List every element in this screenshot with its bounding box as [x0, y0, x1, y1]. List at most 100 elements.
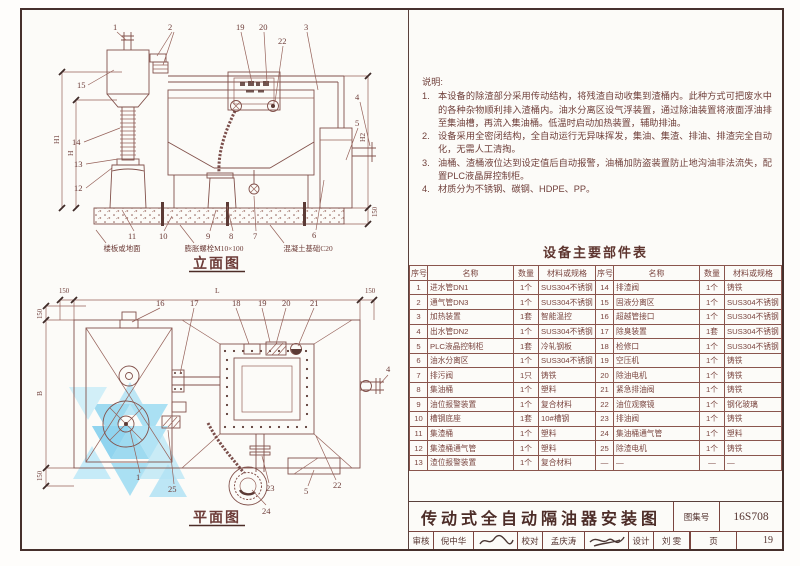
- parts-table-cell: 1套: [513, 411, 539, 427]
- dim-150: 150: [37, 470, 44, 481]
- parts-table-cell: SUS304不锈钢: [724, 338, 782, 354]
- parts-table-cell: 1个: [699, 338, 725, 354]
- parts-table-cell: 1个: [699, 367, 725, 383]
- page-label: 页: [691, 532, 737, 549]
- parts-table-cell: 17: [595, 323, 614, 340]
- parts-table-cell: 智能温控: [538, 309, 596, 325]
- parts-table-cell: 1只: [513, 367, 539, 383]
- parts-table-cell: 油位观察镜: [613, 396, 700, 413]
- parts-table-cell: 9: [409, 396, 428, 413]
- drawing-frame: H1 H H2 150: [20, 8, 784, 551]
- elevation-annotations: 楼板或地面 膨胀螺栓M10×100 混凝土基础C20: [104, 244, 333, 253]
- parts-table-cell: 铸铁: [724, 352, 782, 369]
- note-text: 设备采用全密闭结构，全自动运行无异味挥发，集油、集渣、排油、排渣完全自动化，无需…: [438, 131, 772, 155]
- parts-table-cell: 1个: [513, 352, 539, 369]
- parts-table-cell: 除渣电机: [613, 440, 700, 456]
- col-header: 数量: [513, 265, 539, 281]
- callout: 19: [236, 22, 245, 32]
- callout: 23: [266, 483, 275, 493]
- parts-table-cell: SUS304不锈钢: [724, 323, 782, 340]
- notes-section: 说明: 1. 本设备的除渣部分采用传动结构，将残渣自动收集到渣桶内。此种方式可把…: [422, 76, 772, 196]
- slag-separator-tank: [106, 32, 150, 209]
- callout: 2: [168, 22, 172, 32]
- plan-outer-body: [73, 319, 361, 469]
- note-text: 本设备的除渣部分采用传动结构，将残渣自动收集到渣桶内。此种方式可把废水中的各种杂…: [438, 91, 772, 128]
- drawings-pane: H1 H H2 150: [22, 10, 408, 549]
- callout: 5: [304, 486, 308, 496]
- title-block: 传动式全自动隔油器安装图 图集号 16S708 审核 倪中华 校对 孟庆涛 设计…: [409, 501, 782, 549]
- elevation-callouts: 1 2 19 20 22 3 15 14 13 12 4 5 11 10 9 8…: [72, 22, 360, 241]
- parts-table-cell: 集油桶通气管: [613, 425, 700, 442]
- parts-table-cell: 1个: [699, 309, 725, 325]
- parts-table-cell: SUS304不锈钢: [724, 294, 782, 311]
- plan-slag-tank: [85, 311, 173, 463]
- parts-table-cell: 1个: [513, 425, 539, 442]
- callout: 12: [74, 183, 83, 193]
- callout: 18: [232, 298, 241, 308]
- callout: 13: [74, 159, 83, 169]
- parts-table-cell: 13: [409, 454, 428, 471]
- note-text: 油桶、渣桶液位达到设定值后自动报警，油桶加防盗装置防止地沟油非法流失，配置PLC…: [438, 157, 772, 181]
- parts-table-cell: 铸铁: [724, 440, 782, 456]
- parts-table-cell: 塑料: [538, 382, 596, 398]
- dim-h2: H2: [358, 133, 367, 142]
- parts-table-cell: 渣位报警装置: [427, 454, 514, 471]
- parts-table-cell: 10: [409, 411, 428, 427]
- col-header: 材料或规格: [724, 265, 782, 281]
- callout: 20: [282, 298, 291, 308]
- callout: 17: [190, 298, 199, 308]
- plan-hose: [206, 422, 246, 474]
- callout: 10: [159, 231, 168, 241]
- callout: 7: [253, 231, 257, 241]
- note-item: 4. 材质分为不锈钢、碳钢、HDPE、PP。: [422, 183, 772, 196]
- anchor-bolt-annotation: 膨胀螺栓M10×100: [185, 244, 244, 253]
- parts-table-cell: PLC液晶控制柜: [427, 338, 514, 354]
- callout: 6: [312, 230, 316, 240]
- plan-outlet-pipe: [360, 378, 384, 394]
- note-number: 1.: [422, 91, 430, 102]
- callout: 24: [262, 506, 271, 516]
- parts-table-cell: 铸铁: [724, 411, 782, 427]
- callout: 1: [136, 472, 140, 482]
- drain-valve: [248, 170, 260, 195]
- col-header: 序号: [595, 265, 614, 281]
- callout: 22: [333, 480, 342, 490]
- parts-table-cell: 出水管DN2: [427, 323, 514, 340]
- parts-table-cell: 空压机: [613, 352, 700, 369]
- parts-table-cell: 1个: [699, 382, 725, 398]
- parts-table-cell: 固液分离区: [613, 294, 700, 311]
- parts-table-cell: 5: [409, 338, 428, 354]
- note-number: 3.: [422, 157, 430, 168]
- elevation-dimensions-right: H2 150: [344, 72, 379, 228]
- parts-table-cell: 集渣桶通气管: [427, 440, 514, 456]
- parts-table-cell: SUS304不锈钢: [538, 279, 596, 296]
- parts-table-cell: 1个: [513, 454, 539, 471]
- parts-table-cell: —: [699, 454, 725, 471]
- callout: 4: [355, 92, 360, 102]
- callout: 25: [168, 484, 177, 494]
- parts-table-cell: 塑料: [724, 425, 782, 442]
- parts-table-cell: 23: [595, 411, 614, 427]
- parts-table-title: 设备主要部件表: [542, 245, 648, 261]
- parts-table-cell: 1个: [513, 279, 539, 296]
- parts-table-cell: 11: [409, 425, 428, 442]
- parts-table-cell: 25: [595, 440, 614, 456]
- review-label: 审核: [409, 532, 434, 549]
- callout: 16: [156, 298, 165, 308]
- oil-collection-barrel: [206, 172, 237, 209]
- dim-b: B: [35, 391, 44, 396]
- parts-table-cell: 1个: [699, 279, 725, 296]
- dim-150: 150: [59, 288, 70, 295]
- plan-top-devices: [243, 341, 302, 356]
- parts-table-cell: 1个: [513, 396, 539, 413]
- parts-table-cell: 1个: [699, 352, 725, 369]
- callout: 20: [259, 22, 268, 32]
- parts-table-cell: —: [595, 454, 614, 471]
- col-header: 名称: [613, 265, 700, 281]
